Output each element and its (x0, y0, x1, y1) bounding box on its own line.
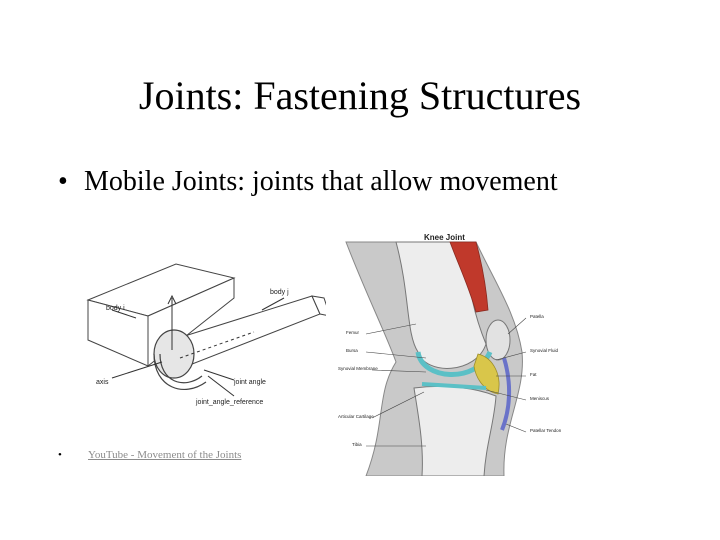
label-femur: Femur (346, 330, 360, 335)
body-i-pointer (111, 309, 137, 319)
label-tibia: Tibia (352, 442, 362, 447)
label-joint-angle-reference: joint_angle_reference (195, 399, 263, 406)
label-patellar-tendon: Patellar Tendon (530, 428, 562, 433)
youtube-link[interactable]: YouTube - Movement of the Joints (88, 449, 242, 461)
pointer-femur (365, 323, 417, 335)
bullet-youtube-link: • YouTube - Movement of the Joints (58, 448, 241, 462)
label-meniscus: Meniscus (530, 396, 550, 401)
fat-pad (473, 353, 500, 395)
bullet-text: Mobile Joints: joints that allow movemen… (84, 166, 558, 197)
label-synovial-membrane: Synovial Membrane (338, 366, 378, 371)
slide-title: Joints: Fastening Structures (138, 73, 582, 118)
label-bursa: Bursa (346, 348, 358, 353)
knee-title: Knee Joint (424, 233, 465, 242)
label-fat: Fat (530, 372, 537, 377)
pointer-bursa (365, 351, 427, 359)
reference-pointer (207, 375, 235, 397)
label-axis: axis (96, 379, 109, 386)
axis-pointer (111, 361, 163, 379)
label-body-j: body j (270, 289, 289, 296)
hinge-curve-inner (159, 353, 203, 384)
body-j-pointer (261, 297, 285, 311)
meniscus-band (421, 382, 487, 390)
pointer-patella (507, 317, 527, 335)
label-articular-cartilage: Articular Cartilage (338, 414, 374, 419)
label-synovial-fluid: Synovial Fluid (530, 348, 559, 353)
patellar-tendon (500, 357, 512, 431)
pointer-patellar-tendon (505, 423, 527, 433)
label-patella: Patella (530, 314, 544, 319)
reference-line (179, 331, 255, 359)
pointer-synovial-fluid (495, 351, 527, 361)
patella-bone (485, 319, 511, 361)
hinge-curve (153, 353, 207, 391)
bullet-marker: • (58, 166, 68, 197)
bullet-mobile-joints: • Mobile Joints: joints that allow moveme… (58, 164, 558, 200)
pointer-meniscus (485, 389, 527, 401)
link-bullet-marker: • (58, 449, 62, 461)
label-joint-angle: joint angle (233, 379, 266, 386)
joint-angle-pointer (203, 369, 235, 381)
pointer-articular-cartilage (371, 391, 425, 419)
body-j-end (311, 295, 330, 317)
vertical-axis-arrow (167, 294, 177, 305)
knee-joint-diagram: Knee Joint Femur Bursa Synovial Membrane… (326, 224, 578, 476)
tibia-bone (413, 385, 497, 476)
label-body-i: body i (106, 305, 125, 312)
pointer-synovial-membrane (371, 369, 427, 373)
quadriceps-muscle (449, 241, 489, 313)
joint-hinge-diagram: body i body j axis joint angle joint_ang… (86, 263, 330, 406)
